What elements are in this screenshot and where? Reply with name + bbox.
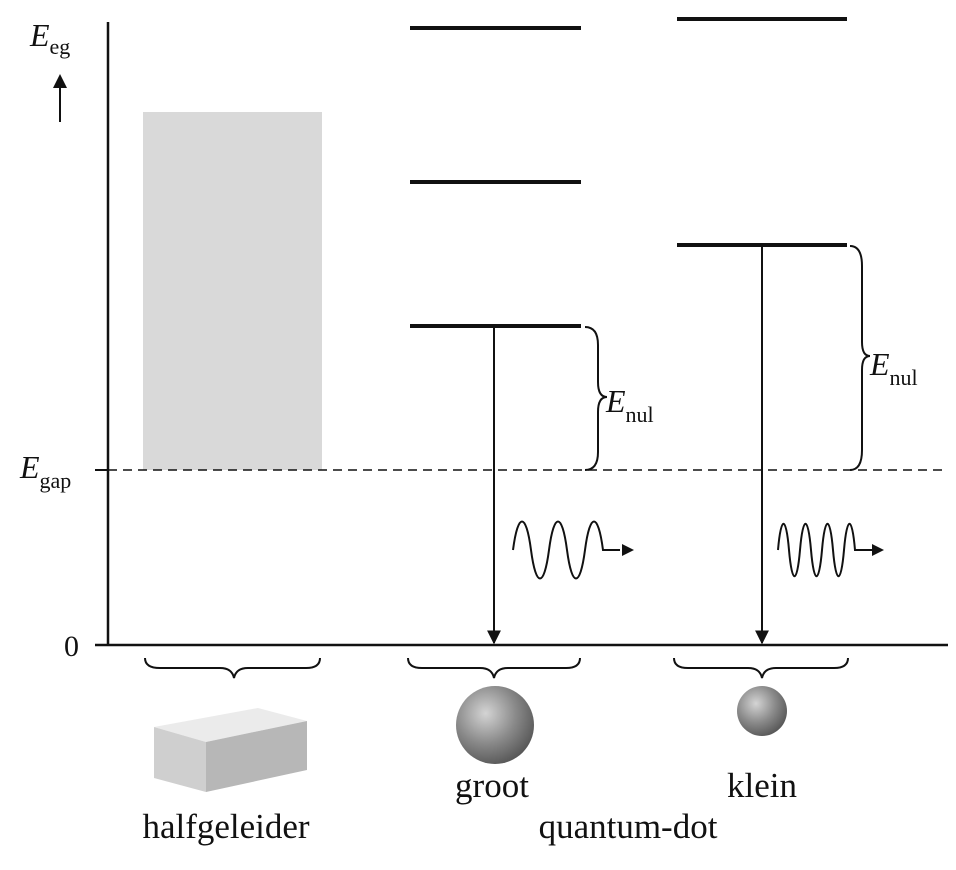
large-dot-enul-brace <box>584 326 608 471</box>
semiconductor-band <box>143 112 322 470</box>
small-quantum-dot-icon <box>737 686 787 736</box>
large-dot-bottom-brace <box>407 657 581 679</box>
small-dot-label: klein <box>727 766 797 805</box>
semiconductor-label: halfgeleider <box>142 807 309 846</box>
gap-label: Egap <box>19 449 71 493</box>
large-dot-enul-label: Enul <box>605 383 654 427</box>
small-dot-enul-label: Enul <box>869 346 918 390</box>
zero-label: 0 <box>64 630 79 663</box>
photon-short-wave-icon <box>777 523 872 577</box>
photon-short-wave-arrowhead-icon <box>872 544 884 556</box>
large-dot-label: groot <box>455 766 529 805</box>
semiconductor-bottom-brace <box>144 657 321 679</box>
y-axis-label: Eeg <box>29 17 70 59</box>
quantum-dot-label: quantum-dot <box>539 807 718 846</box>
large-quantum-dot-icon <box>456 686 534 764</box>
small-dot-enul-brace <box>849 245 871 471</box>
up-arrow-head-icon <box>53 74 67 88</box>
semiconductor-block-icon <box>154 708 307 792</box>
small-dot-bottom-brace <box>673 657 849 679</box>
photon-long-wave-arrowhead-icon <box>622 544 634 556</box>
photon-long-wave-icon <box>512 520 620 580</box>
